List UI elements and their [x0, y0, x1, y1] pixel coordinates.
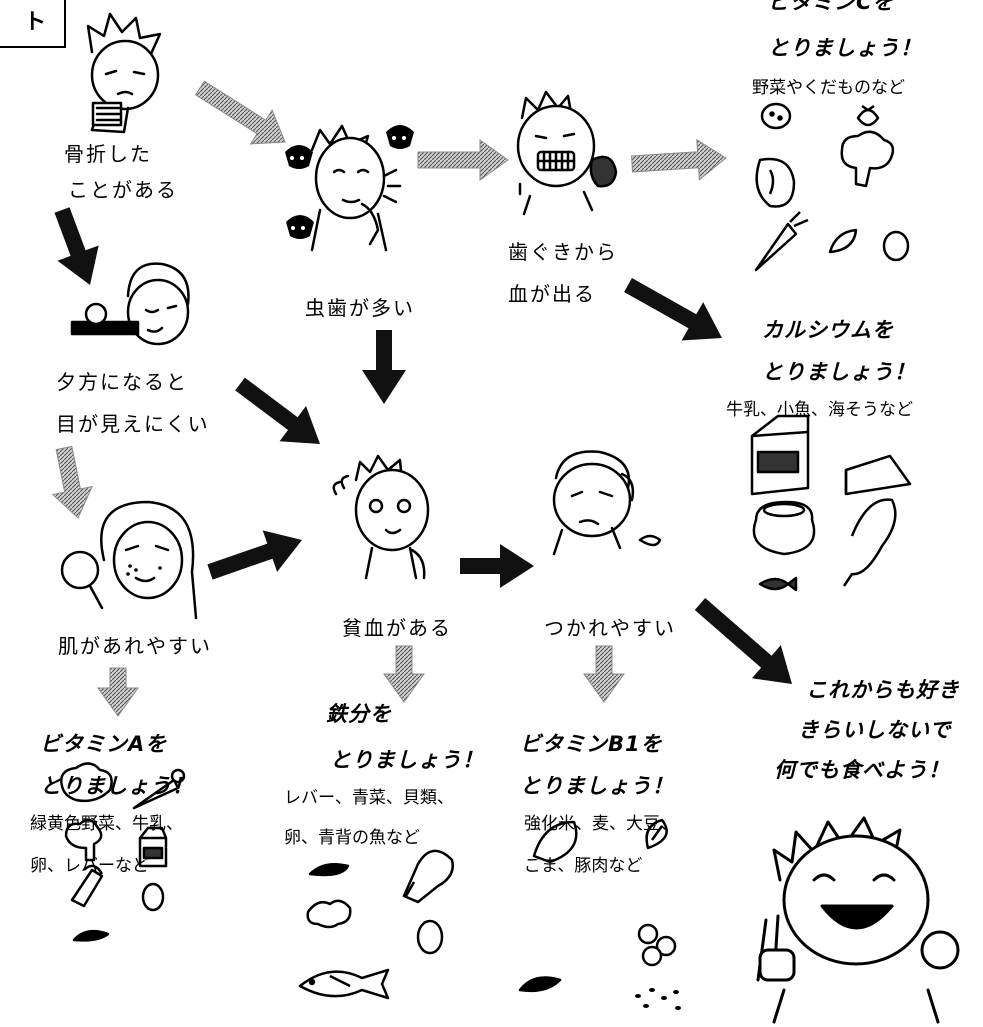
calcium-foods: 牛乳、小魚、海そうなど — [726, 400, 913, 420]
iron-foods-line1: レバー、青菜、貝類、 — [284, 788, 454, 808]
vitamin-c-title: ビタミンCを — [768, 0, 895, 14]
iron-action: とりましょう！ — [330, 748, 484, 772]
arrow-anemia-to-iron — [383, 645, 425, 703]
arrow-gums-to-calcium — [624, 278, 722, 341]
happy-boy-illustration — [756, 816, 960, 1024]
vitamin-a-food-icons — [60, 762, 186, 942]
vitamin-b1-food-icons — [518, 818, 681, 1010]
vitamin-b1-title: ビタミンB1を — [520, 732, 663, 756]
arrow-fracture-to-nightvision — [54, 207, 99, 285]
arrow-anemia-to-tired — [460, 544, 534, 588]
arrow-layer — [51, 80, 792, 717]
arrow-fracture-to-cavities — [195, 80, 286, 145]
symptom-night-vision-line1: 夕方になると — [56, 370, 188, 394]
arrow-gums-to-vitamin-c — [630, 138, 727, 181]
tired-boy-illustration — [552, 450, 662, 556]
arrow-tired-to-vitamin-b1 — [583, 645, 625, 703]
symptom-tired: つかれやすい — [544, 616, 676, 640]
symptom-fracture-line1: 骨折した — [64, 142, 152, 166]
gums-boy-illustration — [516, 90, 618, 216]
vitamin-b1-foods-line1: 強化米、麦、大豆、 — [524, 814, 677, 834]
cavities-boy-illustration — [285, 124, 414, 252]
iron-foods-line2: 卵、青背の魚など — [284, 828, 420, 848]
symptom-gums-line2: 血が出る — [508, 282, 596, 306]
arrow-cavities-to-anemia — [362, 330, 406, 404]
vitamin-a-title: ビタミンAを — [40, 732, 168, 756]
corner-tab-glyph: ト — [24, 10, 47, 35]
arrow-nightvision-to-skin — [51, 445, 93, 519]
calcium-action: とりましょう！ — [762, 360, 916, 384]
night-vision-boy-illustration — [70, 262, 190, 346]
symptom-cavities: 虫歯が多い — [305, 296, 415, 320]
arrow-cavities-to-gums — [417, 139, 509, 181]
vitamin-a-action: とりましょう！ — [40, 774, 194, 798]
anemia-boy-illustration — [332, 454, 430, 580]
arrow-tired-to-closing — [694, 598, 792, 684]
calcium-title: カルシウムを — [762, 318, 894, 342]
corner-tab-glyph: ー — [24, 0, 47, 13]
vitamin-a-foods-line2: 卵、レバーなど — [30, 856, 149, 876]
iron-title: 鉄分を — [326, 702, 392, 726]
fracture-boy-illustration — [86, 12, 162, 134]
symptom-night-vision-line2: 目が見えにくい — [56, 412, 210, 436]
closing-message-line3: 何でも食べよう！ — [774, 758, 950, 782]
iron-food-icons — [298, 849, 454, 1000]
symptom-skin: 肌があれやすい — [58, 634, 212, 658]
vitamin-b1-foods-line2: ごま、豚肉など — [524, 856, 643, 876]
vitamin-c-food-icons — [754, 102, 910, 272]
vitamin-c-action: とりましょう！ — [768, 36, 922, 60]
corner-tab: ー ト — [0, 0, 66, 48]
closing-message-line1: これからも好き — [806, 678, 960, 702]
skin-girl-illustration — [60, 500, 198, 620]
symptom-fracture-line2: ことがある — [68, 178, 178, 202]
arrow-skin-to-anemia — [207, 530, 302, 580]
vitamin-a-foods-line1: 緑黄色野菜、牛乳、 — [30, 814, 183, 834]
vitamin-c-foods: 野菜やくだものなど — [752, 78, 905, 98]
symptom-gums-line1: 歯ぐきから — [508, 240, 618, 264]
closing-message-line2: きらいしないで — [798, 718, 952, 742]
arrow-nightvision-to-anemia — [235, 377, 320, 444]
symptom-anemia: 貧血がある — [342, 616, 452, 640]
vitamin-b1-action: とりましょう！ — [520, 774, 674, 798]
calcium-food-icons — [750, 414, 912, 592]
arrow-skin-to-vitamin-a — [97, 667, 139, 717]
